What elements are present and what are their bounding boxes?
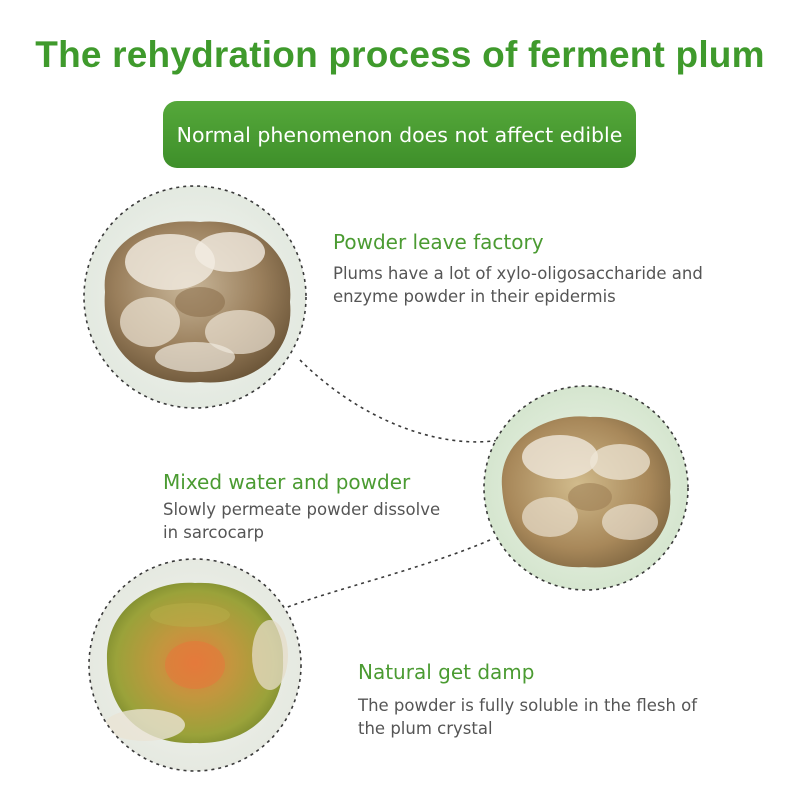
step-description-line: Slowly permeate powder dissolve: [163, 500, 441, 519]
step-heading: Natural get damp: [358, 660, 535, 684]
step-description-line: The powder is fully soluble in the flesh…: [358, 696, 698, 715]
plum-image-powdered: [80, 182, 310, 412]
page-title: The rehydration process of ferment plum: [35, 34, 765, 75]
plum-image-damp: [85, 555, 305, 775]
note-banner-text: Normal phenomenon does not affect edible: [176, 122, 623, 147]
step-heading: Powder leave factory: [333, 230, 544, 254]
plum-image-mixed: [480, 382, 692, 594]
step-natural-get-damp: Natural get damp The powder is fully sol…: [358, 660, 697, 740]
step-description-line: Plums have a lot of xylo-oligosaccharide…: [333, 264, 703, 283]
step-powder-leave-factory: Powder leave factory Plums have a lot of…: [333, 230, 703, 308]
step-mixed-water-powder: Mixed water and powder Slowly permeate p…: [163, 470, 440, 544]
step-description-line: in sarcocarp: [163, 523, 265, 542]
note-banner: Normal phenomenon does not affect edible: [163, 101, 636, 168]
step-description-line: the plum crystal: [358, 719, 493, 738]
step-description-line: enzyme powder in their epidermis: [333, 287, 616, 306]
step-heading: Mixed water and powder: [163, 470, 411, 494]
